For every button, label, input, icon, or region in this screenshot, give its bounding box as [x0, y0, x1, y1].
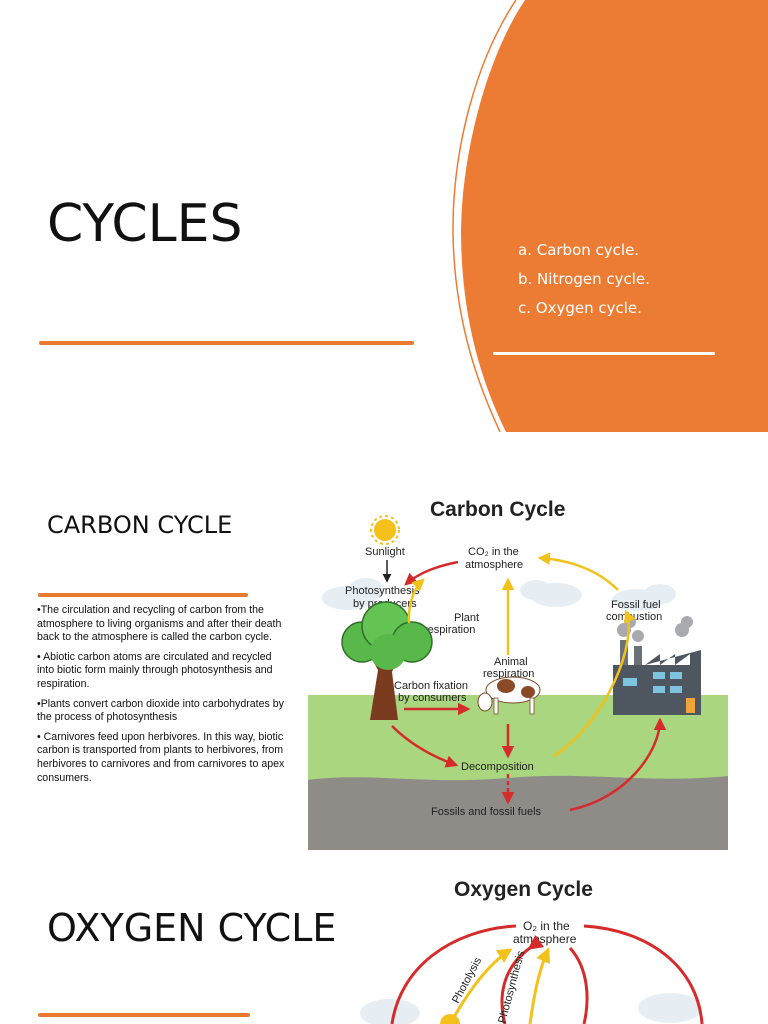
- carbon-cycle-slide: CARBON CYCLE •The circulation and recycl…: [0, 480, 768, 850]
- oxygen-cycle-diagram: Oxygen Cycle O₂ in the atmosphere Photol…: [360, 878, 704, 1024]
- title-underline: [39, 341, 414, 345]
- label-carbon-fixation-line1: Carbon fixation: [394, 680, 468, 692]
- cow-icon: [477, 676, 541, 715]
- arrow-decomposition-to-atmosphere: [553, 609, 636, 758]
- cloud-icon: [360, 993, 702, 1024]
- bullet-item: •Plants convert carbon dioxide into carb…: [37, 697, 284, 724]
- soil-layer: [308, 775, 728, 850]
- slide-title: OXYGEN CYCLE: [47, 906, 337, 950]
- label-decomposition: Decomposition: [461, 761, 534, 773]
- bullet-item: • Abiotic carbon atoms are circulated an…: [37, 650, 273, 690]
- label-photosynthesis-line1: Photosynthesis: [345, 585, 420, 597]
- label-o2-line1: O₂ in the: [523, 919, 570, 933]
- label-carbon-fixation-line2: by consumers: [398, 692, 467, 704]
- arrow-right-outer: [583, 924, 704, 1024]
- arrow-photolysis: [448, 948, 513, 1024]
- label-o2-line2: atmosphere: [513, 932, 577, 946]
- label-fossil-combustion-line1: Fossil fuel: [611, 599, 661, 611]
- arrow-co2-to-photosynthesis: [404, 560, 459, 586]
- arrow-tree-decomposition: [391, 725, 459, 768]
- label-co2-line2: atmosphere: [465, 559, 523, 571]
- oxygen-cycle-slide: OXYGEN CYCLE Oxygen Cycle O₂ in the atmo…: [0, 858, 768, 1024]
- factory-icon: [613, 616, 701, 715]
- label-plant-respiration-line2: respiration: [424, 624, 475, 636]
- arrow-left-inner: [500, 934, 545, 1024]
- sun-icon: [370, 515, 400, 545]
- arrow-left-outer: [390, 924, 517, 1024]
- label-fossils: Fossils and fossil fuels: [431, 806, 542, 818]
- slide-title: CYCLES: [47, 194, 243, 254]
- label-sunlight: Sunlight: [365, 546, 405, 558]
- orange-blob-shape: [452, 0, 768, 432]
- arrow-fossils-to-factory: [569, 717, 667, 812]
- bullet-list: •The circulation and recycling of carbon…: [37, 604, 289, 791]
- slide-title: CARBON CYCLE: [47, 511, 233, 539]
- arrow-photosynthesis: [528, 947, 550, 1024]
- label-photosynthesis: Photosynthesis: [496, 949, 527, 1024]
- topic-item-nitrogen: b. Nitrogen cycle.: [518, 270, 650, 288]
- topics-underline: [493, 352, 715, 355]
- label-animal-respiration-line2: respiration: [483, 668, 534, 680]
- sun-icon: [440, 1014, 460, 1024]
- label-co2-line1: CO₂ in the: [468, 546, 519, 558]
- title-underline: [38, 593, 248, 597]
- title-slide: CYCLES a. Carbon cycle. b. Nitrogen cycl…: [0, 0, 768, 432]
- bullet-item: •The circulation and recycling of carbon…: [37, 604, 282, 644]
- tree-icon: [341, 601, 433, 720]
- cloud-icon: [322, 578, 676, 611]
- diagram-title: Carbon Cycle: [430, 498, 565, 521]
- diagram-title: Oxygen Cycle: [454, 878, 593, 901]
- arrow-right-inner: [568, 946, 589, 1024]
- label-plant-respiration-line1: Plant: [454, 612, 479, 624]
- topic-item-carbon: a. Carbon cycle.: [518, 241, 640, 259]
- arrow-fossil-combustion: [537, 552, 619, 591]
- arrow-plant-respiration: [407, 578, 425, 624]
- carbon-cycle-diagram: Carbon Cycle Sunlight CO₂ in the atmosph…: [308, 498, 728, 850]
- topic-item-oxygen: c. Oxygen cycle.: [518, 299, 642, 317]
- bullet-item: • Carnivores feed upon herbivores. In th…: [37, 730, 285, 784]
- title-underline: [38, 1013, 250, 1017]
- label-animal-respiration-line1: Animal: [494, 656, 528, 668]
